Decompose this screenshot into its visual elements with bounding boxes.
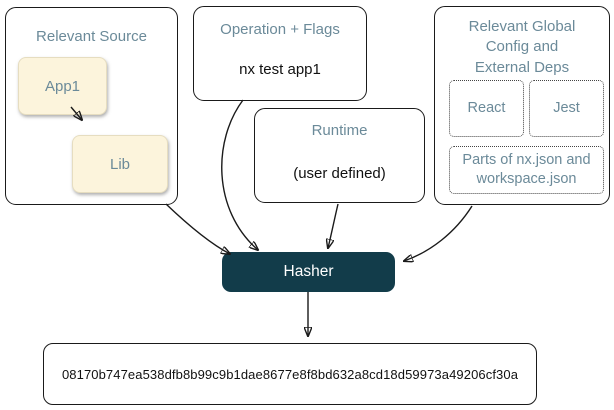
config-files-node: Parts of nx.json and workspace.json (449, 146, 604, 194)
app1-node-label: App1 (44, 77, 81, 95)
hash-output-value: 08170b747ea538dfb8b99c9b1dae8677e8f8bd63… (61, 366, 519, 382)
jest-dep-node: Jest (529, 80, 604, 137)
hasher-label: Hasher (283, 263, 334, 280)
relevant-source-group: Relevant Source App1 Lib (5, 7, 178, 205)
operation-flags-group: Operation + Flags nx test app1 (193, 6, 367, 101)
react-dep-node: React (449, 80, 524, 137)
operation-flags-title: Operation + Flags (220, 21, 340, 38)
lib-node: Lib (72, 135, 168, 193)
global-config-title: Relevant Global Config and External Deps (435, 17, 609, 78)
react-dep-label: React (467, 100, 506, 117)
global-config-group: Relevant Global Config and External Deps… (434, 6, 610, 205)
relevant-source-title: Relevant Source (36, 28, 147, 45)
arrow-operation-to-hasher (221, 99, 258, 250)
runtime-title: Runtime (311, 122, 368, 139)
config-files-label: Parts of nx.json and workspace.json (462, 152, 591, 187)
global-config-title-text: Relevant Global Config and External Deps (468, 18, 576, 76)
runtime-value-text: (user defined) (293, 165, 386, 182)
app1-node: App1 (18, 57, 107, 115)
arrow-runtime-to-hasher (328, 203, 339, 248)
lib-node-label: Lib (109, 155, 131, 173)
arrow-source-to-hasher (165, 203, 230, 254)
jest-dep-label: Jest (553, 100, 580, 117)
hasher-node: Hasher (222, 252, 395, 292)
hash-output-node: 08170b747ea538dfb8b99c9b1dae8677e8f8bd63… (43, 343, 537, 405)
runtime-group: Runtime (user defined) (254, 108, 425, 203)
operation-command-text: nx test app1 (239, 61, 321, 78)
arrow-config-to-hasher (404, 205, 473, 261)
